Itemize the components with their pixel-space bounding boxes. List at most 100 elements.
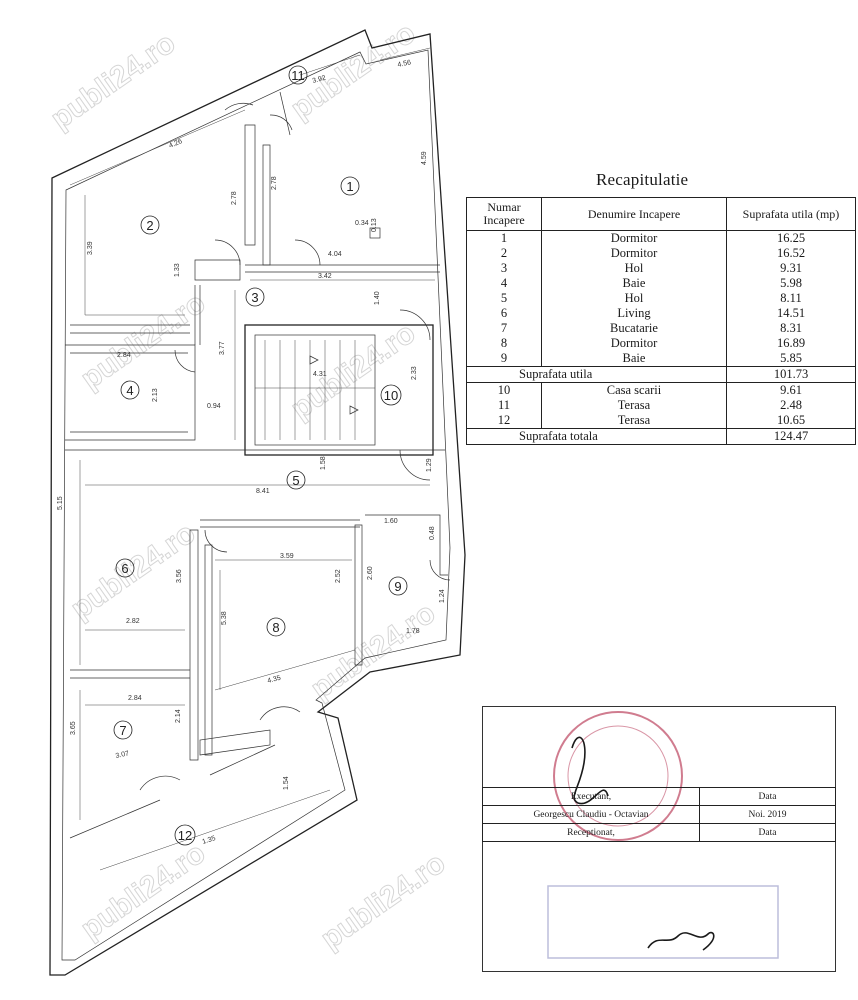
svg-text:11: 11 — [291, 68, 305, 83]
dimension-label: 5.38 — [221, 611, 228, 625]
dimension-label: 3.56 — [176, 569, 183, 583]
cell-num: 3 — [466, 261, 542, 276]
svg-text:1: 1 — [346, 179, 353, 194]
cell-area: 16.52 — [726, 246, 856, 261]
receptionat-label: Receptionat, — [482, 823, 700, 842]
svg-text:7: 7 — [119, 723, 126, 738]
cell-name: Baie — [541, 276, 727, 291]
svg-text:9: 9 — [394, 579, 401, 594]
dimension-label: 0.13 — [371, 218, 378, 232]
dimension-label: 4.56 — [397, 59, 412, 69]
dimension-label: 4.59 — [421, 151, 428, 165]
cell-name: Hol — [541, 291, 727, 306]
room-label-4: 4 — [120, 380, 140, 400]
dimension-label: 0.34 — [355, 220, 369, 227]
cell-num: 11 — [466, 398, 542, 413]
dimension-label: 1.29 — [426, 458, 433, 472]
cell-num: 5 — [466, 291, 542, 306]
dimension-label: 1.78 — [406, 628, 420, 635]
cell-area: 2.48 — [726, 398, 856, 413]
cell-num: 4 — [466, 276, 542, 291]
dimension-label: 2.13 — [152, 388, 159, 402]
stairs — [255, 340, 375, 440]
dimension-label: 1.35 — [201, 835, 216, 846]
total-area: 124.47 — [726, 428, 856, 445]
svg-text:5: 5 — [292, 473, 299, 488]
cell-num: 10 — [466, 382, 542, 398]
executant-label: Executant, — [482, 787, 700, 806]
svg-text:12: 12 — [178, 828, 192, 843]
dimension-label: 5.15 — [57, 496, 64, 510]
cell-name: Baie — [541, 351, 727, 367]
watermark-text: publi24.ro — [75, 286, 211, 395]
dimension-label: 3.42 — [318, 273, 332, 280]
room-label-7: 7 — [113, 720, 133, 740]
dimension-label: 1.40 — [374, 291, 381, 305]
signature-table: Executant, Data Georgescu Claudiu - Octa… — [482, 787, 836, 842]
cell-name: Dormitor — [541, 246, 727, 261]
room-label-6: 6 — [115, 558, 135, 578]
cell-num: 6 — [466, 306, 542, 321]
cell-name: Bucatarie — [541, 321, 727, 336]
room-label-1: 1 — [340, 176, 360, 196]
cell-num: 7 — [466, 321, 542, 336]
room-label-12: 12 — [174, 824, 196, 846]
header-room-name: Denumire Incapere — [541, 197, 727, 231]
cell-area: 8.11 — [726, 291, 856, 306]
cell-num: 9 — [466, 351, 542, 367]
room-label-9: 9 — [388, 576, 408, 596]
dimension-label: 2.60 — [367, 566, 374, 580]
cell-num: 1 — [466, 230, 542, 246]
total-label: Suprafata totala — [466, 428, 727, 445]
svg-text:3: 3 — [251, 290, 258, 305]
dimension-label: 3.59 — [280, 553, 294, 560]
column-marker — [369, 227, 381, 239]
interior-walls — [65, 124, 448, 839]
dimension-label: 4.31 — [313, 371, 327, 378]
room-label-11: 11 — [288, 65, 308, 85]
cell-area: 14.51 — [726, 306, 856, 321]
dimension-label: 3.39 — [87, 241, 94, 255]
watermark-text: publi24.ro — [305, 596, 441, 705]
dimension-label: 8.41 — [256, 488, 270, 495]
cell-num: 2 — [466, 246, 542, 261]
svg-text:6: 6 — [121, 561, 128, 576]
dimension-label: 2.14 — [175, 709, 182, 723]
dimension-label: 1.60 — [384, 518, 398, 525]
cell-name: Casa scarii — [541, 382, 727, 398]
svg-text:2: 2 — [146, 218, 153, 233]
dimension-label: 3.07 — [115, 750, 130, 760]
cell-area: 16.25 — [726, 230, 856, 246]
cell-area: 5.98 — [726, 276, 856, 291]
cell-name: Hol — [541, 261, 727, 276]
watermark-text: publi24.ro — [75, 836, 211, 945]
cell-name: Terasa — [541, 398, 727, 413]
cell-area: 9.61 — [726, 382, 856, 398]
dimension-label: 2.52 — [335, 569, 342, 583]
doors — [139, 91, 451, 791]
dimension-label: 1.33 — [174, 263, 181, 277]
dimension-label: 2.84 — [128, 695, 142, 702]
cell-name: Living — [541, 306, 727, 321]
watermark-text: publi24.ro — [285, 16, 421, 125]
dimension-label: 0.48 — [429, 526, 436, 540]
header-room-number: Numar Incapere — [466, 197, 542, 231]
dimension-label: 0.94 — [207, 403, 221, 410]
dimension-label: 2.33 — [411, 366, 418, 380]
room-label-3: 3 — [245, 287, 265, 307]
svg-text:4: 4 — [126, 383, 133, 398]
cell-num: 12 — [466, 413, 542, 429]
watermark-text: publi24.ro — [315, 846, 451, 955]
dimension-label: 3.65 — [70, 721, 77, 735]
dimension-label: 4.26 — [168, 138, 183, 150]
cell-area: 10.65 — [726, 413, 856, 429]
svg-text:10: 10 — [384, 388, 398, 403]
